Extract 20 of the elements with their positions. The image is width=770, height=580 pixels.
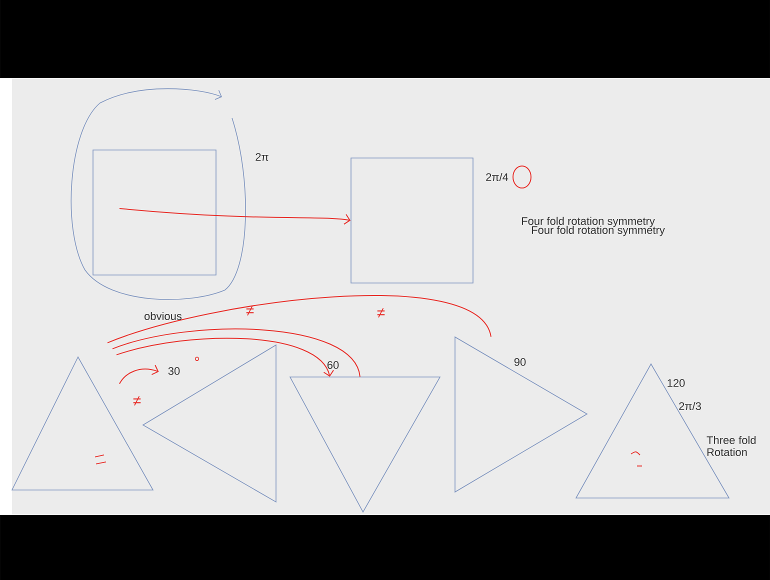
handwritten-mark: ° [194,356,200,361]
angle-label: 90 [514,358,526,366]
label-text: Four fold rotation symmetry [522,216,655,228]
square-shape [92,150,216,276]
label-text: 2π/3 [679,402,701,410]
arrow [119,364,159,384]
arrow [116,338,334,377]
angle-label: 60 [327,361,339,369]
label-text: 2π/4 [486,172,508,182]
square-shape [350,158,474,284]
handwritten-mark: ≠ [133,396,141,406]
label-text: Three fold Rotation [706,436,756,456]
handwritten-mark: ≠ [377,308,385,318]
label-text: 2π [256,153,268,161]
label-text: obvious [144,312,182,320]
angle-label: 120 [668,379,685,387]
label-text: Four fold rotation symmetry [532,226,665,236]
handwritten-mark: ≠ [246,306,254,316]
arrow [119,208,351,225]
angle-label: 30 [168,367,180,375]
